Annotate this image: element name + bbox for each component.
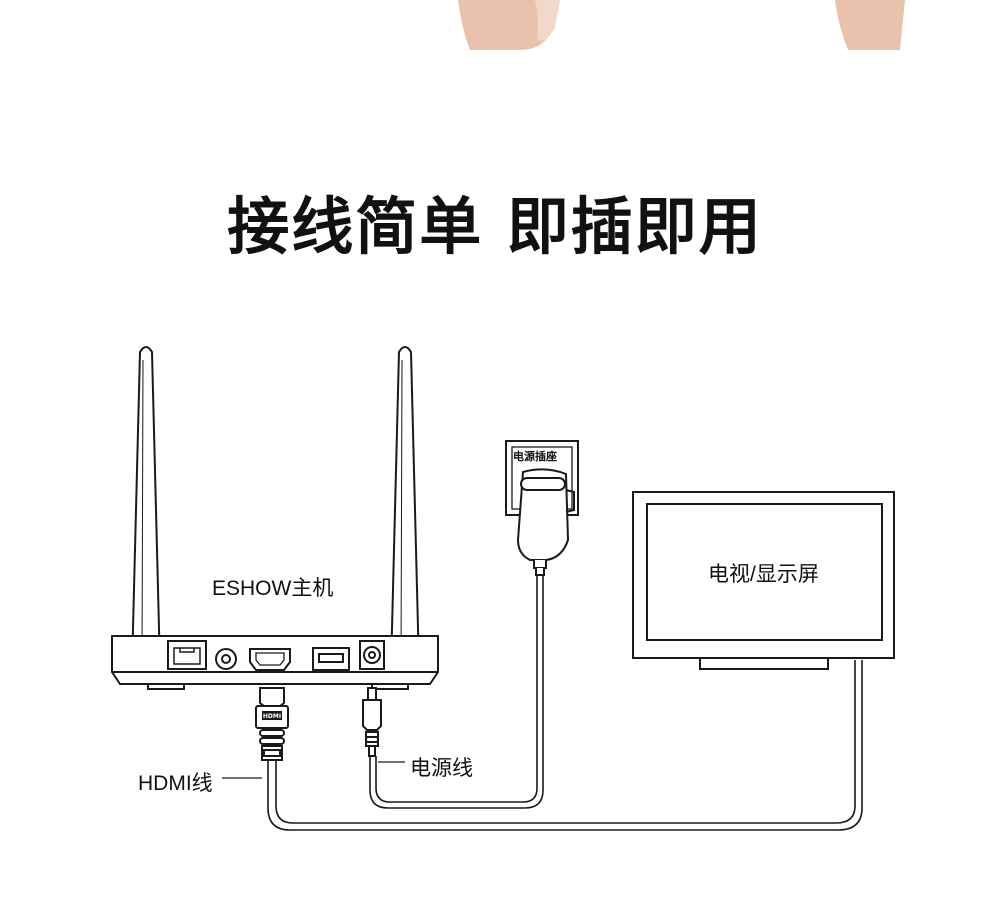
left-hand-image: [458, 0, 560, 50]
dc-plug: [362, 687, 382, 757]
tv-display: [632, 491, 895, 670]
power-cable-label: 电源线: [410, 757, 473, 780]
hdmi-port: [249, 648, 291, 671]
eshow-host-box: [111, 635, 439, 690]
ethernet-port: [167, 640, 207, 670]
hdmi-plug-text: HDMI: [263, 713, 281, 720]
power-cable: [369, 575, 544, 809]
hdmi-plug: [255, 687, 289, 761]
antenna-left: [130, 346, 162, 669]
antenna-right: [389, 346, 421, 669]
audio-jack: [215, 648, 237, 670]
host-label: ESHOW主机: [212, 577, 334, 600]
power-socket-label: 电源插座: [513, 450, 557, 463]
top-photo-hands: [458, 0, 905, 50]
power-adapter: [516, 468, 575, 576]
hdmi-cable: [267, 660, 863, 831]
page-title: 接线简单 即插即用: [227, 190, 763, 263]
right-hand-image: [835, 0, 905, 50]
tv-label: 电视/显示屏: [708, 563, 819, 586]
dc-power-port: [359, 640, 385, 670]
hdmi-cable-label: HDMI线: [138, 772, 213, 795]
usb-port: [312, 647, 350, 671]
